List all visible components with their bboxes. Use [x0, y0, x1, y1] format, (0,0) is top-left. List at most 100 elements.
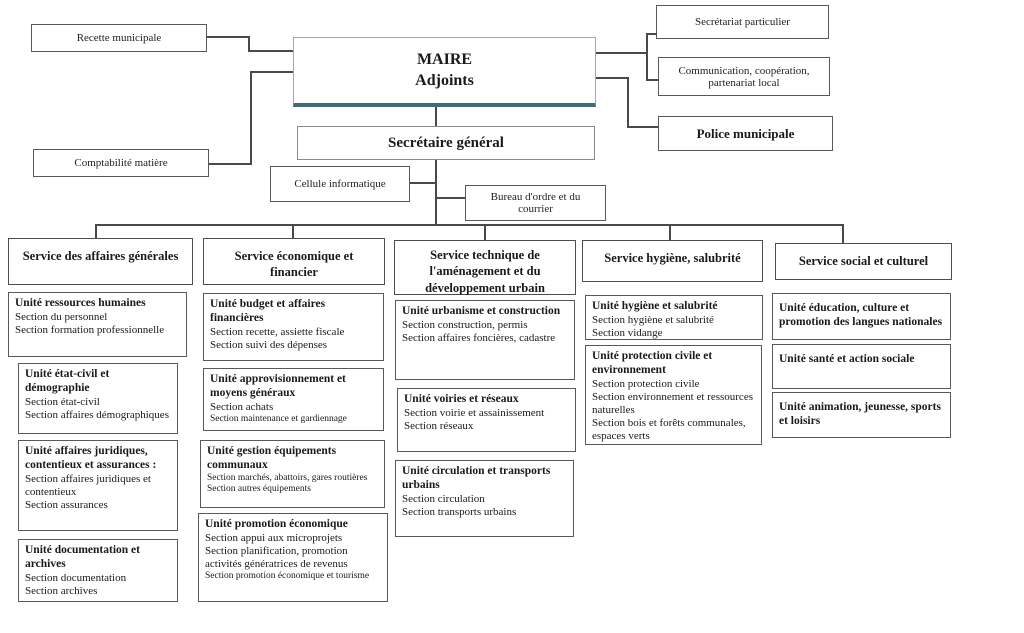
connector-line [646, 33, 657, 35]
comptabilite-matiere-box: Comptabilité matière [33, 149, 209, 177]
unit-title: Unité éducation, culture et promotion de… [779, 302, 943, 328]
unit-box: Unité voiries et réseaux Section voirie … [397, 388, 576, 452]
maire-label-group: MAIRE Adjoints [415, 50, 474, 92]
service-label: Service social et culturel [798, 254, 929, 268]
unit-section: Section assurances [25, 498, 108, 511]
unit-section: Section affaires juridiques et contentie… [25, 472, 151, 498]
police-municipale-label: Police municipale [696, 125, 795, 141]
unit-section: Section vidange [592, 326, 663, 339]
connector-line [669, 224, 671, 241]
connector-line [95, 224, 97, 239]
maire-subtitle: Adjoints [415, 71, 474, 89]
connector-line [842, 224, 844, 244]
unit-title: Unité santé et action sociale [779, 353, 915, 365]
unit-title: Unité approvisionnement et moyens généra… [210, 373, 346, 399]
unit-section: Section marchés, abattoirs, gares routiè… [207, 472, 368, 483]
unit-box: Unité éducation, culture et promotion de… [772, 293, 951, 340]
unit-title: Unité documentation et archives [25, 544, 140, 570]
recette-municipale-label: Recette municipale [76, 32, 162, 44]
unit-section: Section circulation [402, 492, 485, 505]
connector-line [248, 36, 250, 52]
service-economique-financier-header: Service économique et financier [203, 238, 385, 285]
unit-title: Unité animation, jeunesse, sports et loi… [779, 401, 941, 427]
unit-box: Unité animation, jeunesse, sports et loi… [772, 392, 951, 438]
unit-section: Section environnement et ressources natu… [592, 390, 753, 416]
secretaire-general-label: Secrétaire général [388, 134, 504, 151]
unit-section: Section documentation [25, 571, 127, 584]
unit-section: Section transports urbains [402, 505, 517, 518]
unit-section: Section affaires démographiques [25, 408, 169, 421]
unit-section: Section promotion économique et tourisme [205, 571, 370, 582]
unit-section: Section hygiène et salubrité [592, 313, 714, 326]
unit-title: Unité circulation et transports urbains [402, 465, 551, 491]
unit-title: Unité état-civil et démographie [25, 368, 110, 394]
unit-section: Section maintenance et gardiennage [210, 413, 347, 424]
recette-municipale-box: Recette municipale [31, 24, 207, 52]
unit-section: Section du personnel [15, 310, 108, 323]
service-label: Service technique de l'aménagement et du… [425, 248, 545, 295]
unit-title: Unité urbanisme et construction [402, 305, 561, 317]
connector-line [207, 36, 250, 38]
connector-line [627, 77, 629, 128]
unit-section: Section autres équipements [207, 483, 311, 494]
bureau-ordre-courrier-box: Bureau d'ordre et du courrier [465, 185, 606, 221]
connector-line [435, 160, 437, 226]
secretaire-general-box: Secrétaire général [297, 126, 595, 160]
service-label: Service économique et financier [234, 249, 354, 280]
secretariat-particulier-box: Secrétariat particulier [656, 5, 829, 39]
unit-section: Section affaires foncières, cadastre [402, 331, 556, 344]
unit-section: Section archives [25, 584, 98, 597]
communication-label: Communication, coopération, partenariat … [678, 64, 810, 89]
connector-line [410, 182, 435, 184]
connector-line [484, 224, 486, 240]
connector-line [209, 163, 252, 165]
connector-line [596, 77, 629, 79]
unit-section: Section achats [210, 400, 274, 413]
unit-box: Unité approvisionnement et moyens généra… [203, 368, 384, 431]
connector-line [95, 224, 844, 226]
unit-title: Unité budget et affaires financières [210, 298, 326, 324]
unit-section: Section bois et forêts communales, espac… [592, 417, 746, 443]
unit-box: Unité hygiène et salubrité Section hygiè… [585, 295, 763, 340]
unit-box: Unité gestion équipements communaux Sect… [200, 440, 385, 508]
maire-box: MAIRE Adjoints [293, 37, 596, 107]
unit-section: Section planification, promotion activit… [205, 544, 348, 571]
unit-title: Unité ressources humaines [15, 297, 146, 309]
unit-box: Unité affaires juridiques, contentieux e… [18, 440, 178, 531]
service-label: Service des affaires générales [22, 249, 179, 263]
connector-line [292, 224, 294, 239]
unit-section: Section recette, assiette fiscale [210, 325, 345, 338]
unit-title: Unité promotion économique [205, 518, 348, 530]
unit-title: Unité affaires juridiques, contentieux e… [25, 445, 157, 471]
bureau-ordre-courrier-label: Bureau d'ordre et du courrier [490, 191, 581, 215]
unit-box: Unité budget et affaires financières Sec… [203, 293, 384, 361]
unit-section: Section appui aux microprojets [205, 531, 343, 544]
maire-title: MAIRE [416, 50, 473, 68]
connector-line [596, 52, 648, 54]
unit-title: Unité hygiène et salubrité [592, 300, 718, 312]
cellule-informatique-label: Cellule informatique [294, 178, 386, 190]
unit-box: Unité ressources humaines Section du per… [8, 292, 187, 357]
service-technique-header: Service technique de l'aménagement et du… [394, 240, 576, 295]
service-social-culturel-header: Service social et culturel [775, 243, 952, 280]
unit-section: Section protection civile [592, 377, 700, 390]
unit-section: Section réseaux [404, 419, 474, 432]
police-municipale-box: Police municipale [658, 116, 833, 151]
unit-title: Unité voiries et réseaux [404, 393, 519, 405]
unit-title: Unité gestion équipements communaux [207, 445, 337, 471]
connector-line [248, 50, 293, 52]
unit-section: Section formation professionnelle [15, 323, 165, 336]
connector-line [250, 71, 293, 73]
unit-box: Unité circulation et transports urbains … [395, 460, 574, 537]
unit-section: Section voirie et assainissement [404, 406, 545, 419]
connector-line [627, 126, 659, 128]
connector-line [250, 71, 252, 165]
connector-line [646, 33, 648, 81]
secretariat-particulier-label: Secrétariat particulier [695, 16, 790, 28]
unit-section: Section état-civil [25, 395, 100, 408]
unit-title: Unité protection civile et environnement [592, 350, 713, 376]
service-affaires-generales-header: Service des affaires générales [8, 238, 193, 285]
service-hygiene-salubrite-header: Service hygiène, salubrité [582, 240, 763, 282]
connector-line [435, 107, 437, 126]
